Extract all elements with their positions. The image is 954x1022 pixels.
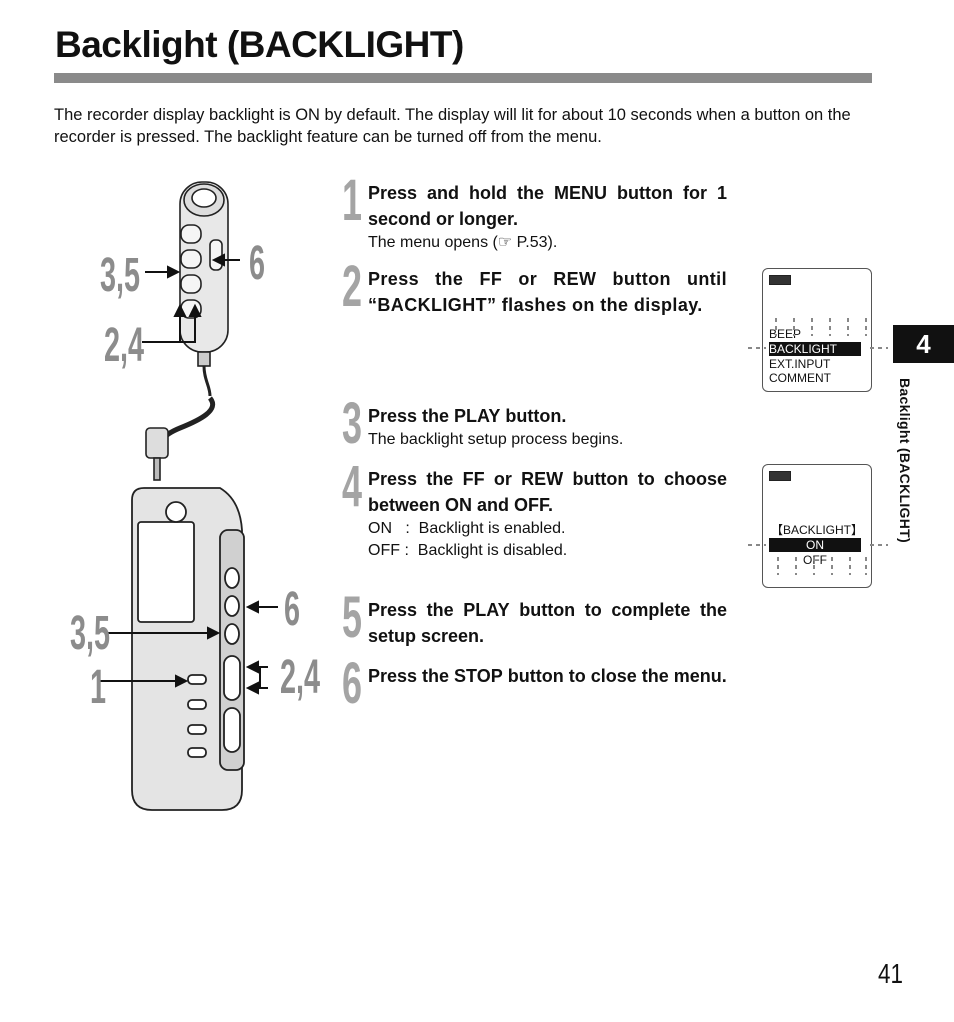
recorder-illustration: [100, 181, 278, 811]
flash-marks-icon: [748, 544, 888, 575]
recorder-body-icon: [131, 487, 245, 811]
callout-3-5-bottom: 3,5: [70, 607, 111, 660]
intro-paragraph: The recorder display backlight is ON by …: [54, 106, 851, 146]
page-title: Backlight (BACKLIGHT): [55, 24, 464, 65]
page-number: 41: [878, 958, 903, 989]
battery-icon: [769, 471, 791, 481]
callout-6-bottom: 6: [284, 583, 301, 636]
callout-1-bottom: 1: [90, 661, 107, 714]
step-2: 2 Press the FF or REW button until “BACK…: [342, 254, 727, 319]
callout-2-4-bottom: 2,4: [280, 651, 321, 704]
lcd-menu-display: BEEP BACKLIGHT EXT.INPUT COMMENT: [762, 268, 872, 392]
remote-mic-icon: [145, 181, 229, 481]
callout-3-5-top: 3,5: [100, 249, 141, 302]
step-4: 4 Press the FF or REW button to choose b…: [342, 454, 727, 560]
title-rule: [54, 73, 872, 83]
side-label: Backlight (BACKLIGHT): [897, 378, 913, 543]
step-6: 6 Press the STOP button to close the men…: [342, 651, 727, 716]
callout-6-top: 6: [249, 237, 266, 290]
step-1: 1 Press and hold the MENU button for 1 s…: [342, 168, 727, 252]
battery-icon: [769, 275, 791, 285]
chapter-tab: 4: [893, 325, 954, 363]
callout-2-4-top: 2,4: [104, 319, 145, 372]
step-3: 3 Press the PLAY button. The backlight s…: [342, 391, 624, 456]
flash-marks-icon: [748, 318, 888, 349]
lcd-backlight-display: 【BACKLIGHT】 ON OFF: [762, 464, 872, 588]
step-5: 5 Press the PLAY button to complete the …: [342, 585, 727, 650]
